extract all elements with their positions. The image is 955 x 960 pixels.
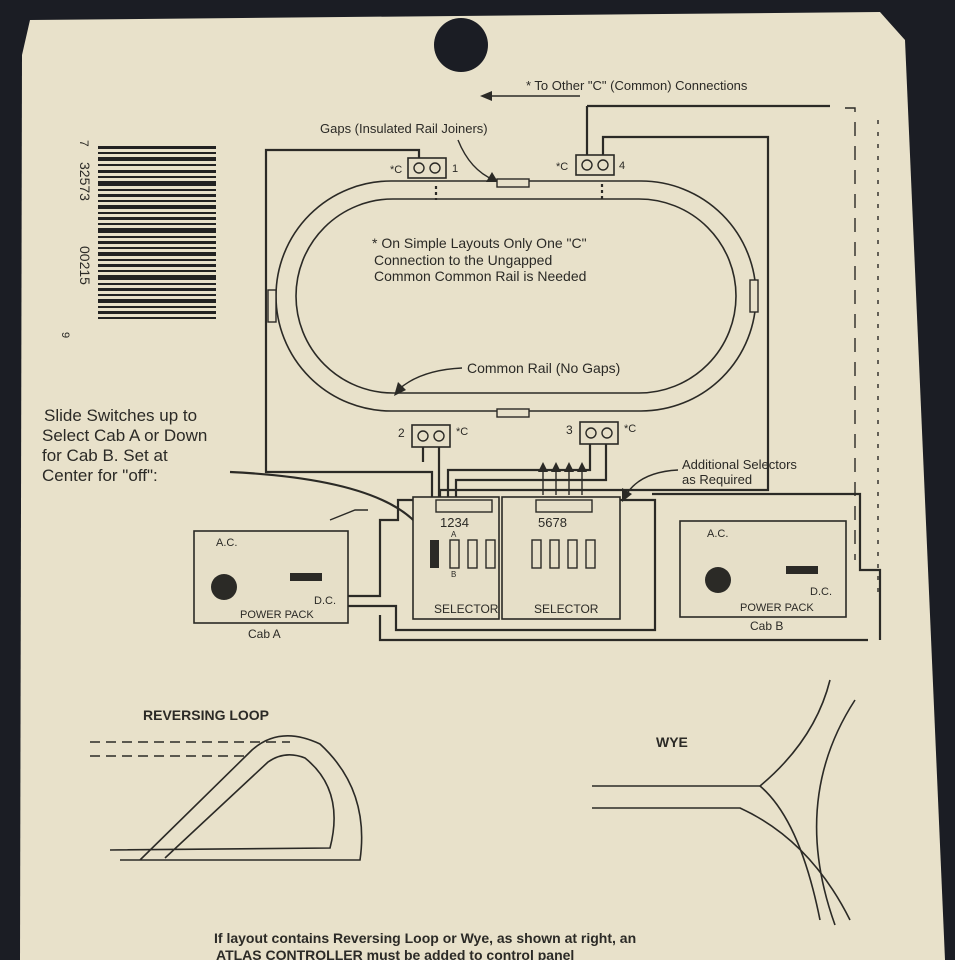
- insulated-joiner-bottom: [496, 408, 530, 418]
- selector-left: 1234 A B SELECTOR: [412, 496, 500, 620]
- terminal-1-c-label: *C: [390, 164, 402, 176]
- terminal-block-3: 3 *C: [566, 421, 636, 445]
- slide-switch-line-2: Select Cab A or Down: [42, 426, 207, 445]
- power-pack-b-dc-label: D.C.: [810, 586, 832, 598]
- switch-b-label: B: [451, 570, 456, 579]
- cab-b-label: Cab B: [750, 619, 783, 633]
- barcode-digit-top: 7: [77, 140, 91, 147]
- to-other-common-label: * To Other "C" (Common) Connections: [526, 78, 748, 93]
- cab-a-label: Cab A: [248, 627, 281, 641]
- additional-selectors-line-1: Additional Selectors: [682, 457, 797, 472]
- selector-left-switches: [430, 539, 496, 569]
- terminal-block-1: *C 1: [390, 157, 458, 179]
- power-pack-a-dc-label: D.C.: [314, 595, 336, 607]
- slide-switch-line-1: Slide Switches up to: [44, 406, 197, 425]
- terminal-3-label: 3: [566, 423, 573, 437]
- barcode-digits-sub: 00215: [77, 246, 93, 285]
- selector-right-switches: [531, 539, 596, 569]
- selector-left-numbers: 1234: [440, 515, 469, 530]
- terminal-4-label: 4: [619, 160, 625, 172]
- note-line-1: * On Simple Layouts Only One "C": [372, 235, 587, 251]
- terminal-block-2: 2 *C: [398, 424, 468, 448]
- slide-switch-line-4: Center for "off":: [42, 466, 158, 485]
- selector-left-label: SELECTOR: [434, 602, 499, 616]
- selector-right: 5678 SELECTOR: [501, 496, 621, 620]
- wiring: [264, 104, 882, 642]
- wye-label: WYE: [656, 734, 688, 750]
- barcode-check-digit: 9: [59, 332, 71, 338]
- wye-diagram: [592, 679, 856, 926]
- terminal-2-label: 2: [398, 426, 405, 440]
- hang-hole: [434, 18, 488, 72]
- power-pack-a-ac-label: A.C.: [216, 537, 237, 549]
- selector-right-label: SELECTOR: [534, 602, 599, 616]
- power-pack-b-ac-label: A.C.: [707, 528, 728, 540]
- selector-right-numbers: 5678: [538, 515, 567, 530]
- power-pack-a-knob: [211, 574, 237, 600]
- gaps-label: Gaps (Insulated Rail Joiners): [320, 121, 488, 136]
- power-pack-a-label: POWER PACK: [240, 609, 314, 621]
- power-pack-a-slider: [290, 573, 322, 581]
- insulated-joiner-right: [749, 279, 759, 313]
- slide-switch-line-3: for Cab B. Set at: [42, 446, 168, 465]
- note-line-3: Common Common Rail is Needed: [374, 268, 586, 284]
- power-pack-b-slider: [786, 566, 818, 574]
- terminal-4-c-label: *C: [556, 161, 568, 173]
- power-pack-cab-b: A.C. D.C. POWER PACK Cab B: [679, 520, 847, 633]
- barcode-digits-main: 32573: [77, 162, 93, 201]
- insulated-joiner-top: [496, 178, 530, 188]
- reversing-loop-label: REVERSING LOOP: [143, 707, 269, 723]
- power-pack-b-knob: [705, 567, 731, 593]
- additional-selectors-line-2: as Required: [682, 472, 752, 487]
- power-pack-cab-a: A.C. D.C. POWER PACK Cab A: [193, 509, 368, 641]
- power-pack-b-label: POWER PACK: [740, 602, 814, 614]
- insulated-joiner-left: [267, 289, 277, 323]
- common-rail-label: Common Rail (No Gaps): [467, 360, 620, 376]
- additional-selectors-arrow: [625, 469, 679, 496]
- additional-output-arrows: [538, 462, 587, 495]
- oval-track-inner: [295, 198, 737, 394]
- reversing-loop-diagram: [90, 735, 363, 861]
- terminal-2-c-label: *C: [456, 426, 468, 438]
- terminal-1-label: 1: [452, 163, 458, 175]
- switch-a-label: A: [451, 530, 457, 539]
- note-line-2: Connection to the Ungapped: [374, 252, 552, 268]
- card-background: [20, 12, 945, 960]
- terminal-block-4: *C 4: [556, 154, 625, 176]
- footer-line-1: If layout contains Reversing Loop or Wye…: [214, 930, 636, 946]
- terminal-3-c-label: *C: [624, 423, 636, 435]
- barcode: 7 32573 00215 9: [59, 140, 216, 338]
- footer-line-2: ATLAS CONTROLLER must be added to contro…: [216, 947, 574, 960]
